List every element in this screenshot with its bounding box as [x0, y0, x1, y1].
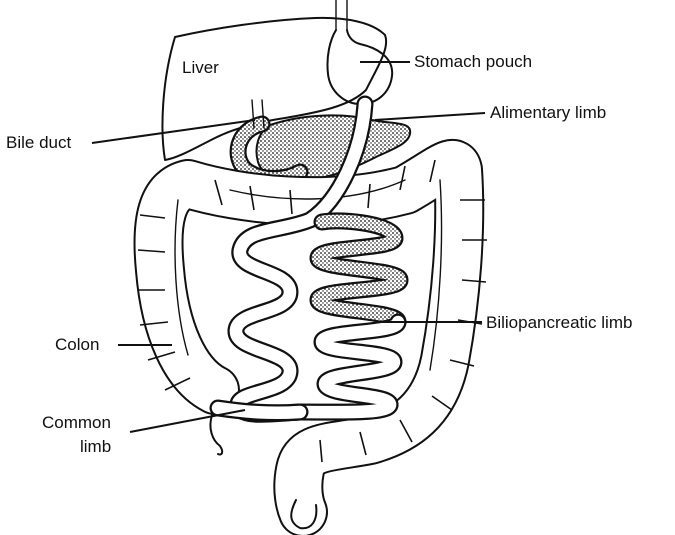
label-colon: Colon — [55, 335, 99, 354]
label-liver: Liver — [182, 58, 219, 77]
stomach-pouch — [327, 30, 392, 104]
label-common-limb-line2: limb — [80, 437, 111, 456]
label-stomach-pouch: Stomach pouch — [414, 52, 532, 71]
label-bile-duct: Bile duct — [6, 133, 71, 152]
label-biliopancreatic-limb: Biliopancreatic limb — [486, 313, 632, 332]
esophagus — [336, 0, 347, 30]
label-alimentary-limb: Alimentary limb — [490, 103, 606, 122]
label-common-limb-line1: Common — [42, 413, 111, 432]
appendix — [210, 415, 222, 455]
